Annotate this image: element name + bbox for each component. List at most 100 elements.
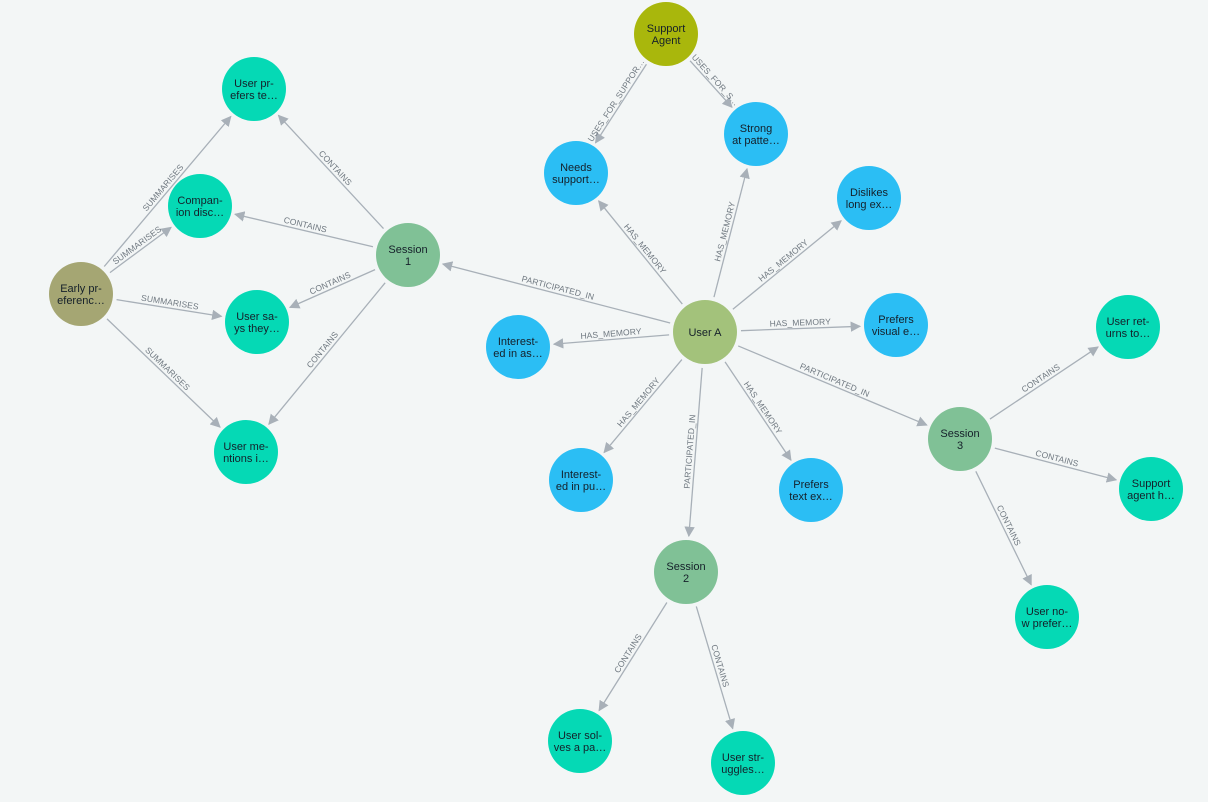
edge-line[interactable] <box>288 269 376 309</box>
edge-line[interactable] <box>116 299 223 321</box>
edge-line[interactable] <box>103 115 232 267</box>
edge-line[interactable] <box>441 261 671 324</box>
node-label: 1 <box>405 256 411 268</box>
node-label: text ex… <box>789 491 832 503</box>
node-circle[interactable] <box>779 458 843 522</box>
edge-line[interactable] <box>740 321 862 332</box>
node-circle[interactable] <box>1096 295 1160 359</box>
edge-contains[interactable]: CONTAINS <box>277 114 384 230</box>
edge-line[interactable] <box>106 318 221 428</box>
node-circle[interactable] <box>486 315 550 379</box>
node-circle[interactable] <box>544 141 608 205</box>
node-early-pref[interactable]: Early pr-eferenc… <box>49 262 113 326</box>
node-circle[interactable] <box>864 293 928 357</box>
node-circle[interactable] <box>634 2 698 66</box>
edge-contains[interactable]: CONTAINS <box>598 602 668 712</box>
edge-contains[interactable]: CONTAINS <box>994 447 1118 483</box>
edge-line[interactable] <box>277 114 384 230</box>
edge-uses-for-s[interactable]: USES_FOR_S… <box>689 52 741 109</box>
edge-line[interactable] <box>732 220 842 310</box>
edge-line[interactable] <box>598 602 668 712</box>
edge-line[interactable] <box>689 60 733 109</box>
node-label: eferenc… <box>57 295 105 307</box>
edge-uses-for-suppor[interactable]: USES_FOR_SUPPOR… <box>586 57 647 144</box>
node-m-mentions[interactable]: User me-ntions i… <box>214 420 278 484</box>
edge-contains[interactable]: CONTAINS <box>268 282 386 425</box>
edge-has-memory[interactable]: HAS_MEMORY <box>598 200 683 305</box>
node-circle[interactable] <box>49 262 113 326</box>
edge-contains[interactable]: CONTAINS <box>288 269 376 309</box>
node-circle[interactable] <box>837 166 901 230</box>
edge-contains[interactable]: CONTAINS <box>975 471 1032 586</box>
edge-line[interactable] <box>684 367 703 538</box>
edge-line[interactable] <box>713 167 750 298</box>
edge-has-memory[interactable]: HAS_MEMORY <box>740 316 862 332</box>
node-m-now-prefer[interactable]: User no-w prefer… <box>1015 585 1079 649</box>
edge-line[interactable] <box>109 226 172 274</box>
edge-line[interactable] <box>737 345 928 427</box>
edge-participated-in[interactable]: PARTICIPATED_IN <box>682 367 703 538</box>
node-mem-interested-pu[interactable]: Interest-ed in pu… <box>549 448 613 512</box>
node-label: Prefers <box>878 314 914 326</box>
edge-has-memory[interactable]: HAS_MEMORY <box>712 167 750 298</box>
node-label: User pr- <box>234 78 274 90</box>
edge-line[interactable] <box>603 359 683 454</box>
node-circle[interactable] <box>1015 585 1079 649</box>
node-m-solves[interactable]: User sol-ves a pa… <box>548 709 612 773</box>
edge-line[interactable] <box>989 346 1099 420</box>
node-mem-needs-support[interactable]: Needssupport… <box>544 141 608 205</box>
edge-line[interactable] <box>975 471 1032 586</box>
node-m-returns[interactable]: User ret-urns to… <box>1096 295 1160 359</box>
node-circle[interactable] <box>654 540 718 604</box>
edge-has-memory[interactable]: HAS_MEMORY <box>552 326 670 349</box>
edge-label: CONTAINS <box>995 503 1023 547</box>
node-mem-interested-as[interactable]: Interest-ed in as… <box>486 315 550 379</box>
node-circle[interactable] <box>673 300 737 364</box>
edge-line[interactable] <box>695 606 736 730</box>
node-m-companion[interactable]: Compan-ion disc… <box>168 174 232 238</box>
edge-line[interactable] <box>994 447 1118 483</box>
edge-line[interactable] <box>724 361 792 461</box>
node-m-prefers-te[interactable]: User pr-efers te… <box>222 57 286 121</box>
edge-summarises[interactable]: SUMMARISES <box>116 293 223 321</box>
node-circle[interactable] <box>1119 457 1183 521</box>
node-label: visual e… <box>872 326 920 338</box>
node-m-says-they[interactable]: User sa-ys they… <box>225 290 289 354</box>
edge-has-memory[interactable]: HAS_MEMORY <box>732 220 842 310</box>
node-circle[interactable] <box>376 223 440 287</box>
node-label: uggles… <box>721 764 764 776</box>
node-circle[interactable] <box>549 448 613 512</box>
node-circle[interactable] <box>225 290 289 354</box>
edge-participated-in[interactable]: PARTICIPATED_IN <box>441 261 671 324</box>
edge-line[interactable] <box>598 200 683 305</box>
node-circle[interactable] <box>928 407 992 471</box>
edge-contains[interactable]: CONTAINS <box>234 211 374 248</box>
edge-line[interactable] <box>268 282 386 425</box>
edge-line[interactable] <box>595 63 647 144</box>
node-circle[interactable] <box>214 420 278 484</box>
edge-has-memory[interactable]: HAS_MEMORY <box>724 361 792 461</box>
node-m-struggles[interactable]: User str-uggles… <box>711 731 775 795</box>
edge-contains[interactable]: CONTAINS <box>695 606 736 730</box>
node-user-a[interactable]: User A <box>673 300 737 364</box>
edge-line[interactable] <box>552 334 670 349</box>
node-circle[interactable] <box>724 102 788 166</box>
edge-line[interactable] <box>234 211 374 248</box>
node-circle[interactable] <box>168 174 232 238</box>
edge-has-memory[interactable]: HAS_MEMORY <box>603 359 683 454</box>
node-circle[interactable] <box>711 731 775 795</box>
node-circle[interactable] <box>222 57 286 121</box>
node-circle[interactable] <box>548 709 612 773</box>
edge-summarises[interactable]: SUMMARISES <box>106 318 221 428</box>
edge-contains[interactable]: CONTAINS <box>989 346 1099 420</box>
